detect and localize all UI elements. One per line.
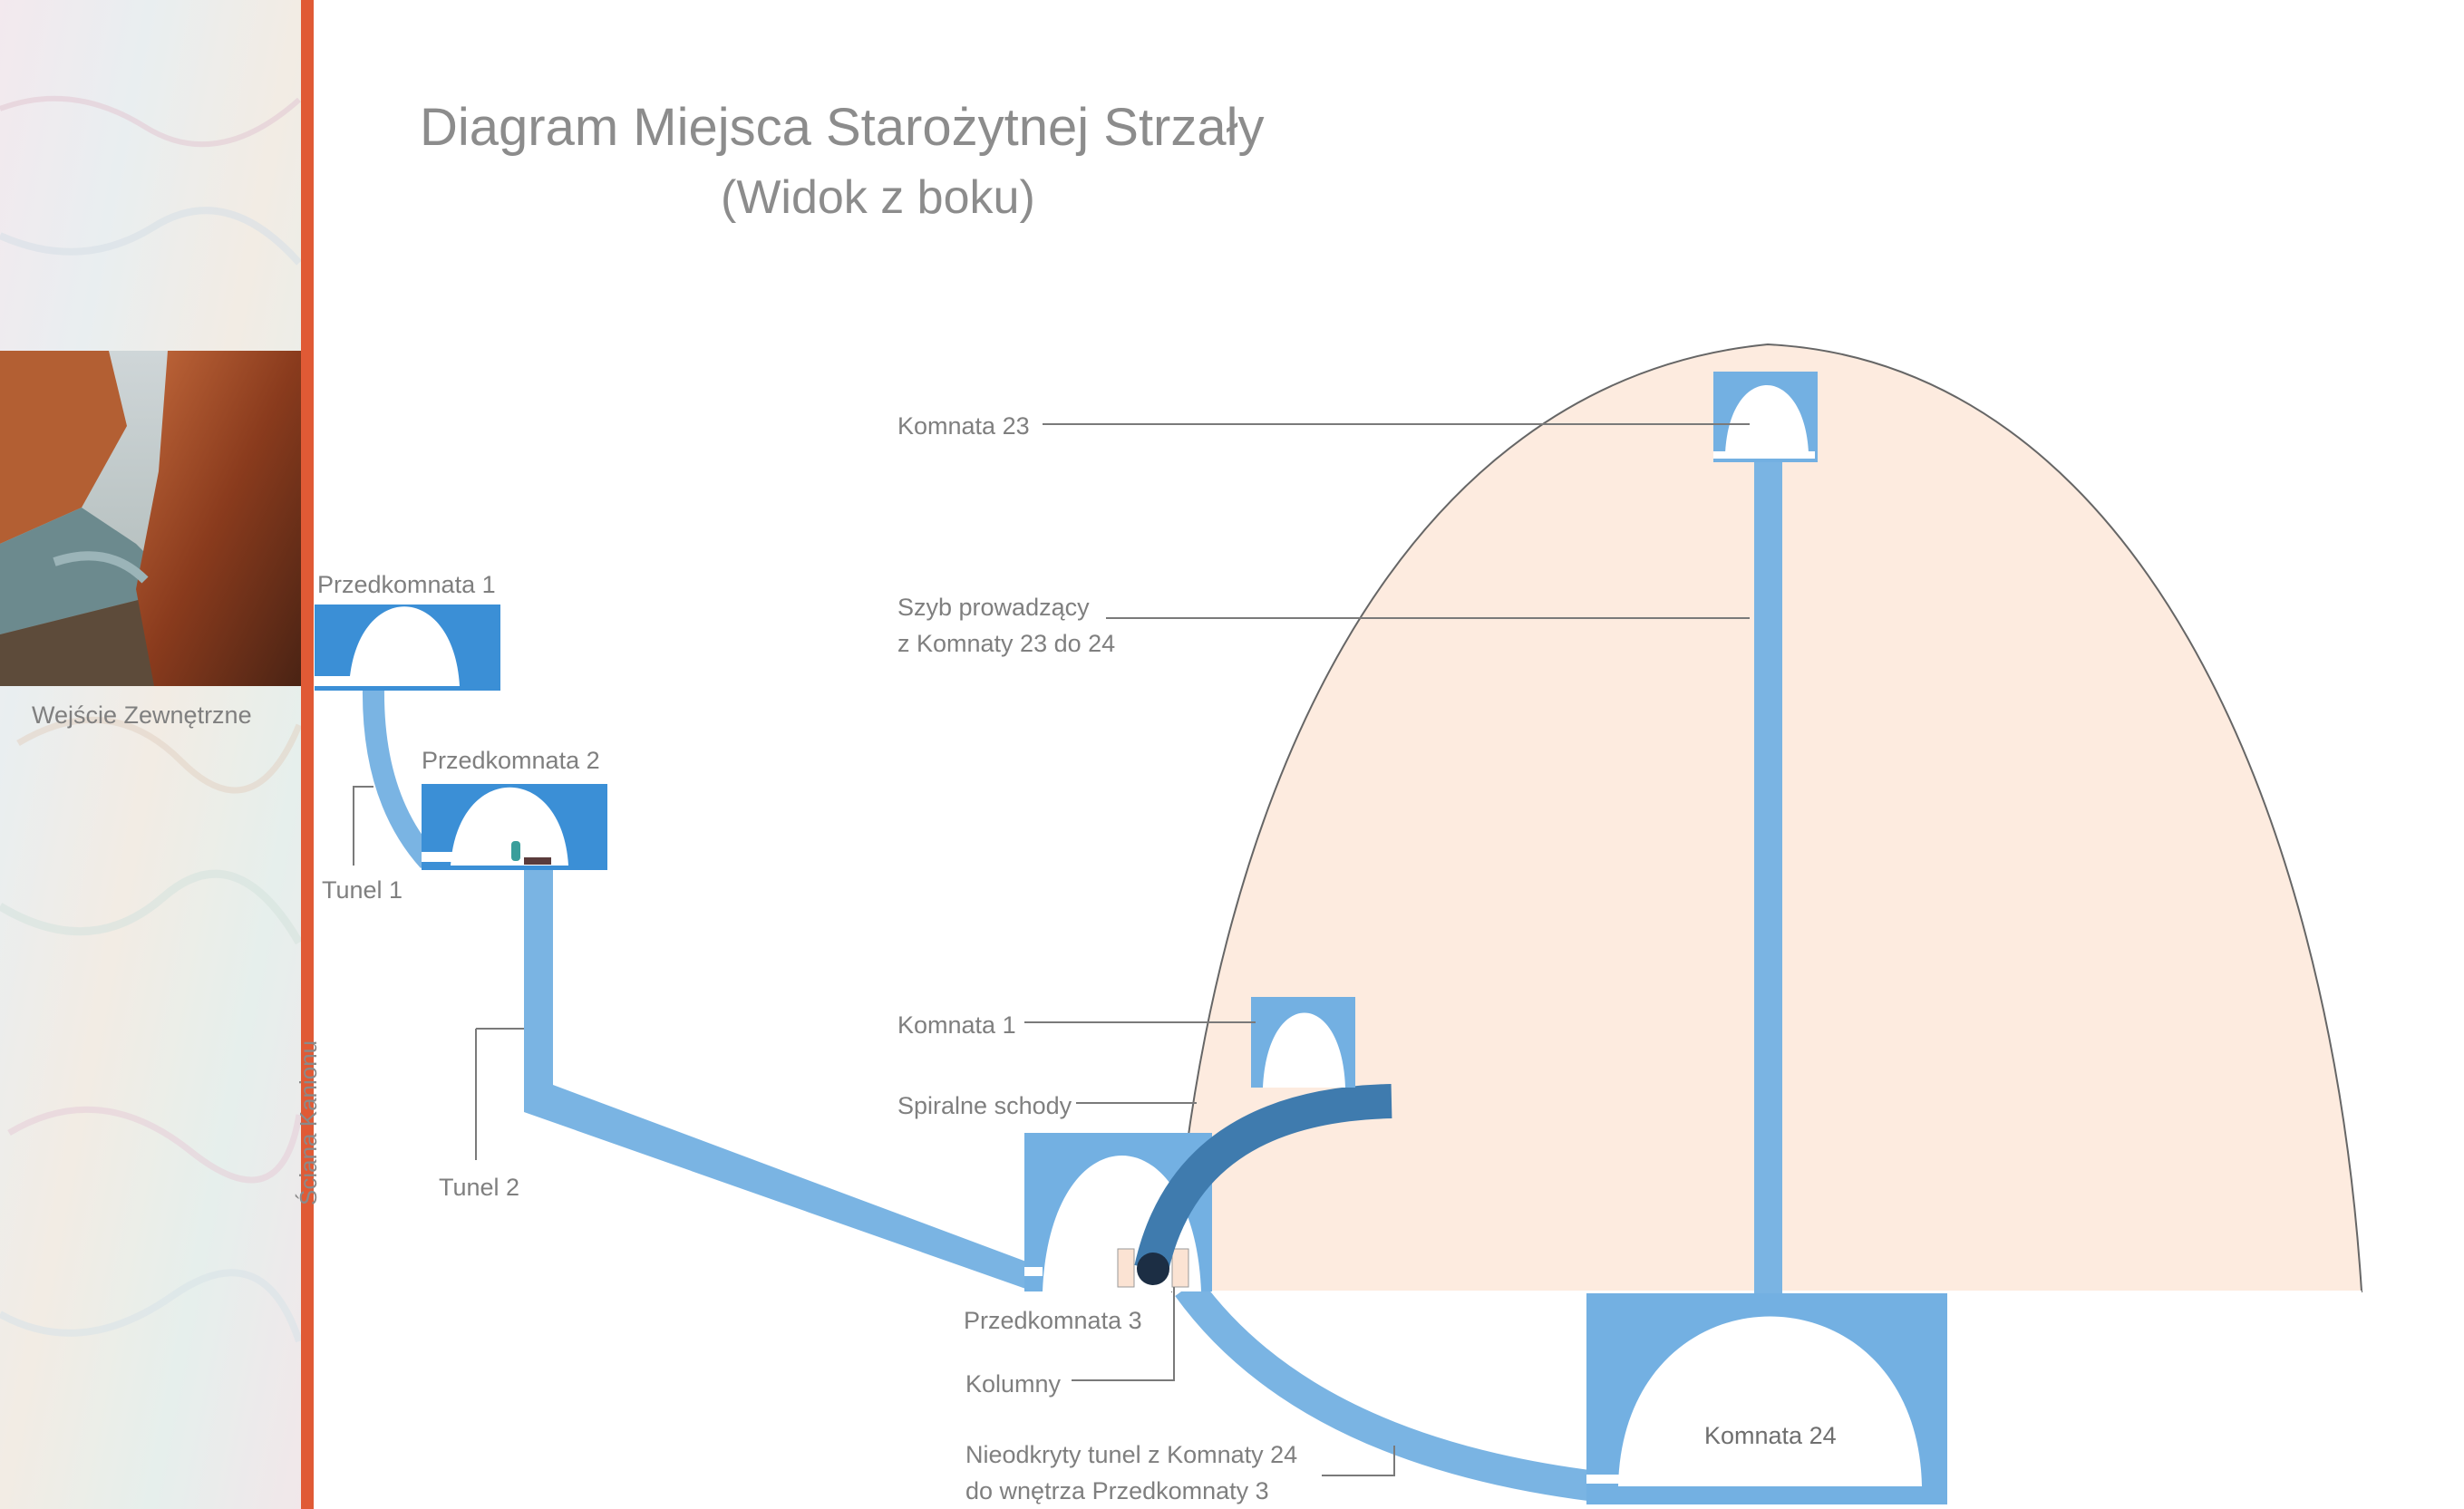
canyon-photo [0,351,301,686]
chamber-1 [1251,997,1355,1088]
label-columns: Kolumny [965,1369,1061,1399]
antechamber-1 [315,605,500,691]
antechamber-2 [422,784,607,870]
label-antechamber-2: Przedkomnata 2 [422,745,600,776]
label-tunnel-2: Tunel 2 [439,1172,519,1203]
chamber-24 [1586,1293,1947,1504]
shaft [1754,460,1782,1296]
label-chamber-1: Komnata 1 [897,1010,1016,1040]
page-subtitle: (Widok z boku) [721,168,1035,227]
chamber-23 [1713,372,1818,462]
stairs-base [1137,1253,1169,1285]
label-undiscovered-tunnel: Nieodkryty tunel z Komnaty 24 do wnętrza… [965,1436,1297,1509]
page-title: Diagram Miejsca Starożytnej Strzały [420,95,1344,160]
column-right [1172,1249,1188,1287]
label-antechamber-1: Przedkomnata 1 [317,569,496,600]
terrain-strip [0,0,301,1509]
tunnel-1 [373,686,429,861]
label-chamber-23: Komnata 23 [897,411,1030,441]
column-left [1118,1249,1134,1287]
label-shaft: Szyb prowadzący z Komnaty 23 do 24 [897,589,1115,662]
canyon-wall-line [301,0,314,1509]
label-entrance: Wejście Zewnętrzne [32,700,252,730]
tunnel-2 [524,861,1033,1291]
label-antechamber-3: Przedkomnata 3 [964,1305,1142,1336]
label-tunnel-1: Tunel 1 [322,875,403,905]
label-canyon-wall: Ściana Kanionu [295,1040,323,1205]
label-chamber-24: Komnata 24 [1704,1420,1837,1451]
label-spiral-stairs: Spiralne schody [897,1090,1072,1121]
